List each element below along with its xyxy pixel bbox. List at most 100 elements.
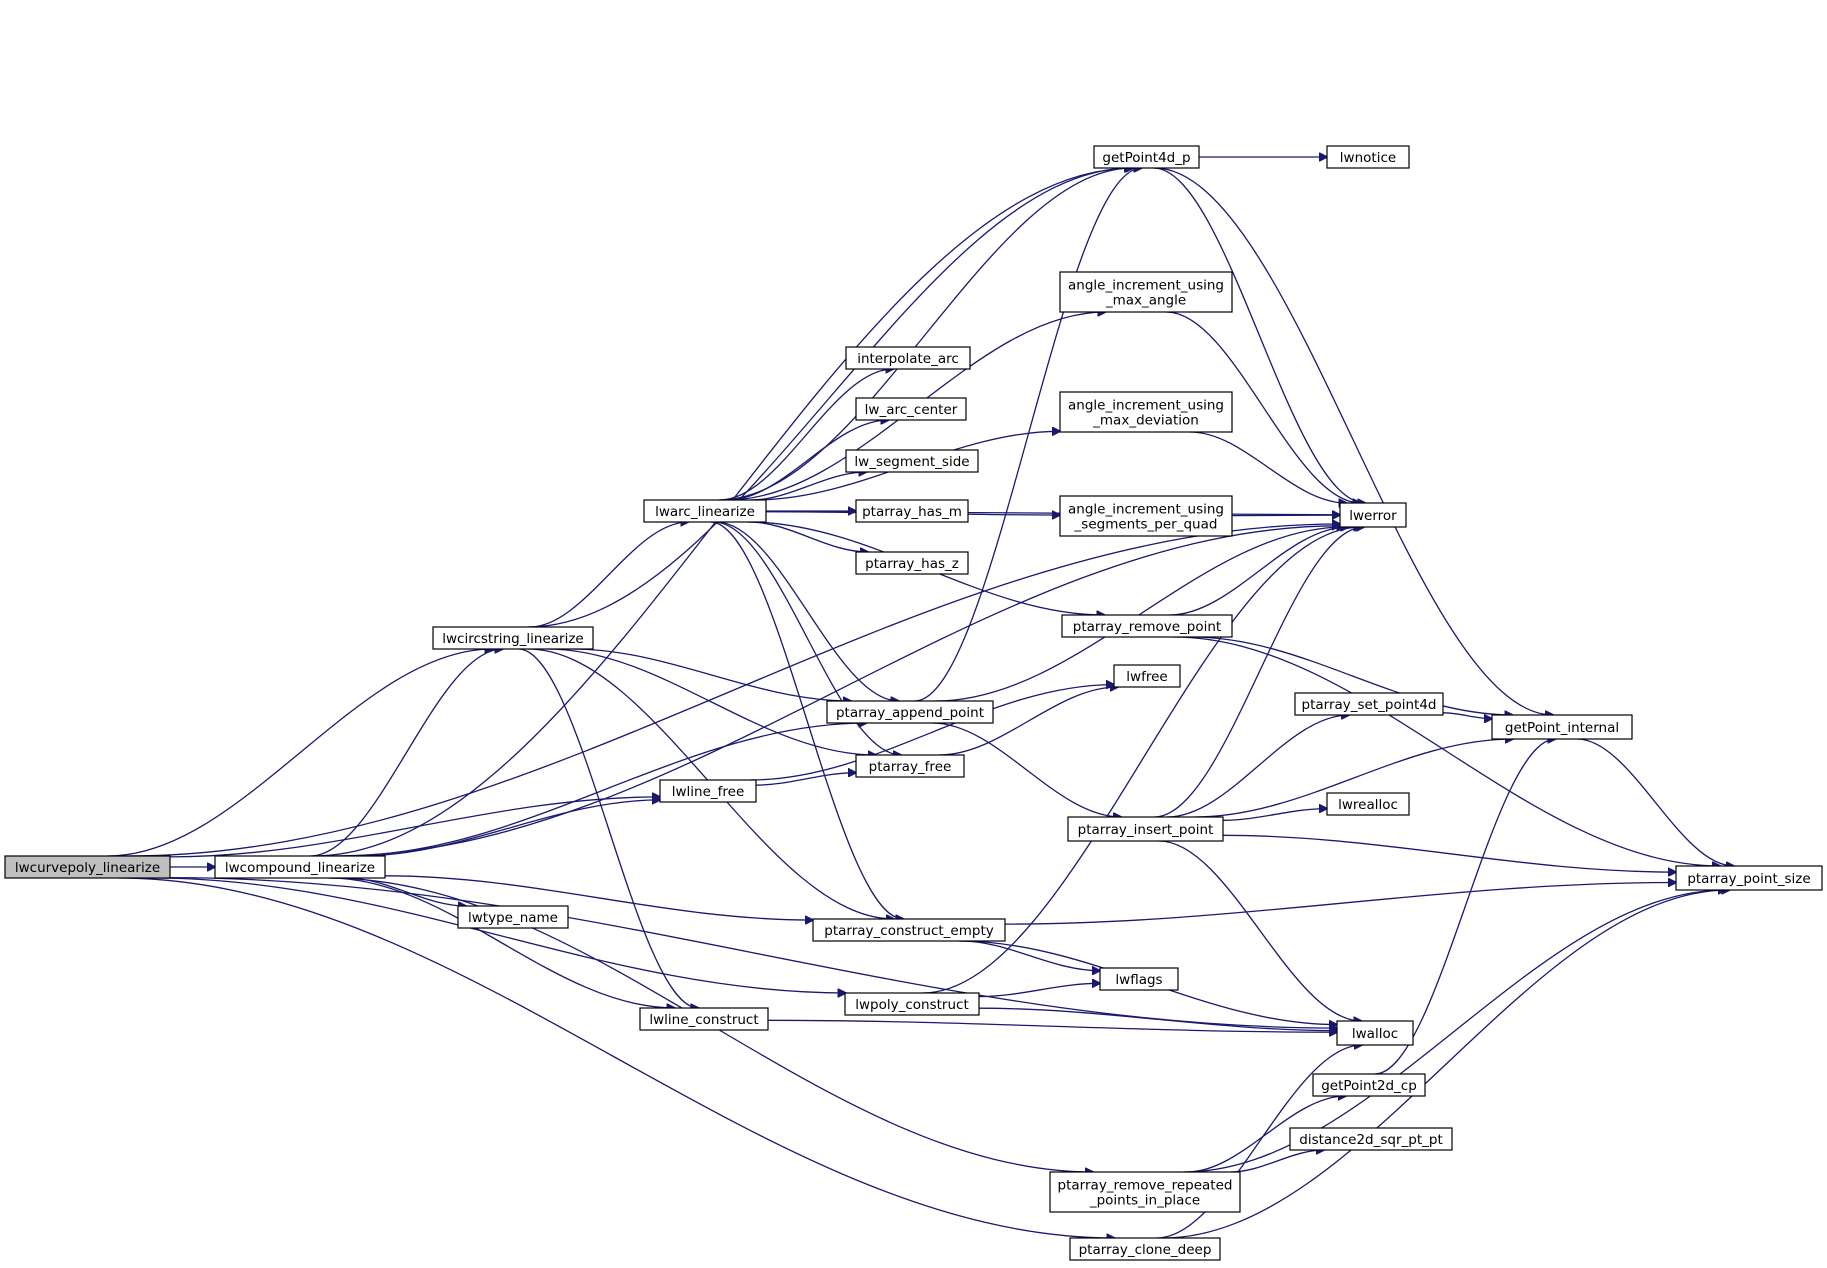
edge-lwcompound-to-lwlinefree [359, 800, 660, 857]
node-box [826, 700, 994, 724]
node-lwerror[interactable]: lwerror [1339, 502, 1407, 528]
node-lwlinefree[interactable]: lwline_free [659, 779, 757, 803]
node-lwnotice[interactable]: lwnotice [1326, 145, 1410, 169]
edge-insertpoint-to-getpointint [1194, 739, 1514, 818]
node-ang_maxdev[interactable]: angle_increment_using_max_deviation [1059, 391, 1233, 433]
node-lineconstruct[interactable]: lwline_construct [639, 1007, 769, 1031]
node-box [643, 499, 767, 523]
node-label: angle_increment_using [1068, 278, 1224, 294]
nodes-layer: lwcurvepoly_linearize lwcompound_lineariz… [4, 145, 1823, 1261]
node-label: ptarray_has_m [862, 504, 962, 520]
node-dist2d[interactable]: distance2d_sqr_pt_pt [1289, 1127, 1453, 1151]
node-label: angle_increment_using [1068, 502, 1224, 518]
node-label: lw_segment_side [854, 454, 969, 470]
node-arccenter[interactable]: lw_arc_center [855, 397, 967, 421]
node-box [1491, 714, 1633, 740]
edge-lwarc-to-hasz [748, 521, 868, 552]
node-box [855, 754, 965, 778]
node-box [659, 779, 757, 803]
node-segside[interactable]: lw_segment_side [845, 449, 979, 473]
edge-clonedeep-to-ptsize [1162, 890, 1730, 1239]
node-ptsize[interactable]: ptarray_point_size [1675, 865, 1823, 891]
node-label: ptarray_insert_point [1078, 822, 1214, 838]
edge-removepoint-to-lwerror [1169, 527, 1348, 616]
node-box [1061, 614, 1233, 638]
node-setpoint4d[interactable]: ptarray_set_point4d [1294, 692, 1444, 716]
edge-lwarc-to-segside [750, 472, 867, 501]
node-removerepeated[interactable]: ptarray_remove_repeated_points_in_place [1049, 1171, 1241, 1213]
node-box [1059, 495, 1233, 537]
edge-getPoint4d_p-to-getpointint [1154, 167, 1554, 715]
node-insertpoint[interactable]: ptarray_insert_point [1067, 816, 1224, 842]
edge-lwcurvepoly-to-lwcircstring [107, 649, 493, 857]
edge-polyconstruct-to-lwflags [978, 983, 1100, 998]
edge-lwcurvepoly-to-clonedeep [117, 877, 1115, 1238]
node-hasm[interactable]: ptarray_has_m [855, 499, 969, 523]
node-ang_quad[interactable]: angle_increment_using_segments_per_quad [1059, 495, 1233, 537]
node-typename[interactable]: lwtype_name [457, 905, 569, 929]
node-label: interpolate_arc [857, 351, 959, 367]
node-box [1339, 502, 1407, 528]
node-polyconstruct[interactable]: lwpoly_construct [844, 992, 980, 1016]
node-label: lwfree [1126, 669, 1167, 685]
node-lwrealloc[interactable]: lwrealloc [1326, 792, 1410, 816]
node-ang_maxangle[interactable]: angle_increment_using_max_angle [1059, 271, 1233, 313]
edge-appendpoint-to-insertpoint [932, 722, 1121, 817]
edge-lwcurvepoly-to-lwalloc [169, 876, 1337, 1029]
edge-lwcompound-to-lwcircstring [310, 649, 503, 857]
node-lwarc[interactable]: lwarc_linearize [643, 499, 767, 523]
node-getpoint2dcp[interactable]: getPoint2d_cp [1312, 1073, 1426, 1097]
edge-ang_maxangle-to-lwerror [1166, 311, 1360, 503]
node-box [1113, 664, 1181, 688]
node-box [1326, 792, 1410, 816]
edge-removepoint-to-getpointint [1192, 636, 1513, 715]
node-box [214, 855, 386, 879]
node-box [1093, 145, 1200, 169]
edge-lwarc-to-interp [719, 369, 894, 501]
node-label: angle_increment_using [1068, 398, 1224, 414]
node-hasz[interactable]: ptarray_has_z [855, 551, 969, 575]
node-lwalloc[interactable]: lwalloc [1336, 1020, 1414, 1046]
node-label: getPoint_internal [1505, 720, 1619, 736]
node-clonedeep[interactable]: ptarray_clone_deep [1069, 1237, 1221, 1261]
edge-lwcircstring-to-lineconstruct [518, 648, 699, 1008]
node-label: ptarray_construct_empty [824, 923, 993, 939]
edge-getpoint2dcp-to-getpointint [1374, 739, 1556, 1075]
edge-polyconstruct-to-lwerror [922, 527, 1361, 994]
edge-insertpoint-to-lwalloc [1158, 840, 1362, 1021]
node-label: ptarray_free [869, 759, 952, 775]
edge-lwcircstring-to-appendpoint [571, 648, 851, 701]
node-appendpoint[interactable]: ptarray_append_point [826, 700, 994, 724]
node-lwflags[interactable]: lwflags [1099, 967, 1179, 991]
node-lwcompound[interactable]: lwcompound_linearize [214, 855, 386, 879]
node-label: ptarray_append_point [836, 705, 984, 721]
node-box [1675, 865, 1823, 891]
node-label: lwcurvepoly_linearize [15, 860, 160, 876]
node-interp[interactable]: interpolate_arc [845, 346, 971, 370]
node-label: ptarray_has_z [865, 556, 959, 572]
node-label: ptarray_point_size [1687, 871, 1810, 887]
edge-constructempty-to-lwflags [960, 940, 1100, 971]
edge-lwcurvepoly-to-lwlinefree [169, 797, 660, 858]
edge-removerepeated-to-ptsize [1183, 890, 1726, 1173]
node-label: lwline_free [672, 784, 745, 800]
node-lwcurvepoly[interactable]: lwcurvepoly_linearize [4, 855, 171, 879]
node-lwcircstring[interactable]: lwcircstring_linearize [432, 626, 594, 650]
edge-lwlinefree-to-lwfree [749, 685, 1114, 781]
node-constructempty[interactable]: ptarray_construct_empty [812, 918, 1006, 942]
node-getPoint4d_p[interactable]: getPoint4d_p [1093, 145, 1200, 169]
node-label: lwcompound_linearize [225, 860, 375, 876]
node-box [639, 1007, 769, 1031]
edge-removepoint-to-ptsize [1173, 636, 1720, 866]
node-removepoint[interactable]: ptarray_remove_point [1061, 614, 1233, 638]
edge-lwcurvepoly-to-lwerror [127, 524, 1340, 857]
node-ptfree[interactable]: ptarray_free [855, 754, 965, 778]
edge-lwarc-to-appendpoint [716, 521, 899, 701]
node-label: _segments_per_quad [1074, 517, 1218, 533]
edge-constructempty-to-ptsize [1004, 883, 1676, 925]
node-getpointint[interactable]: getPoint_internal [1491, 714, 1633, 740]
node-label: lwpoly_construct [855, 997, 969, 1013]
node-label: lwarc_linearize [655, 504, 755, 520]
node-lwfree[interactable]: lwfree [1113, 664, 1181, 688]
node-label: _max_deviation [1092, 413, 1199, 429]
